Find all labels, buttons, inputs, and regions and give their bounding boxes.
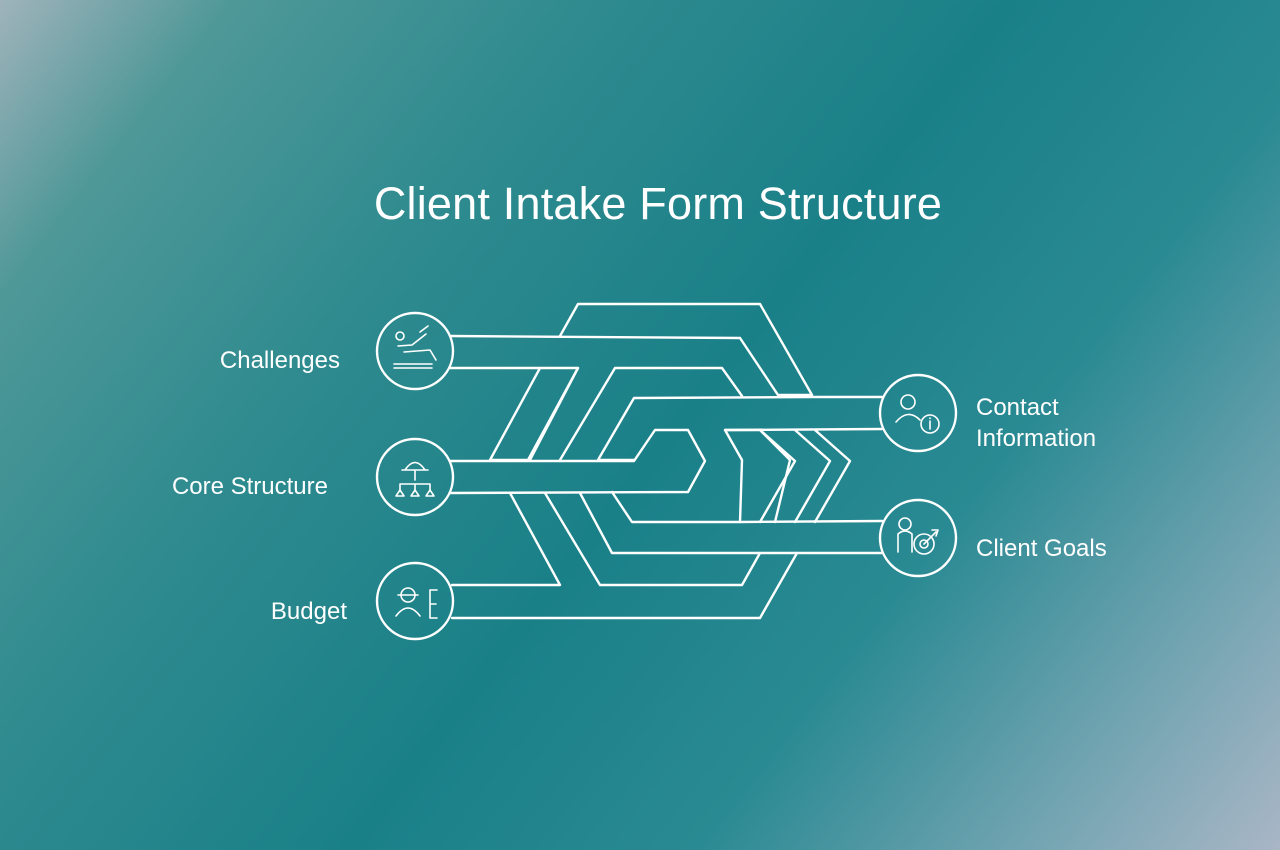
person-target-icon <box>897 517 939 555</box>
core-structure-channel <box>448 428 707 495</box>
worker-icon <box>395 587 438 619</box>
client-goals-label: Client Goals <box>976 535 1107 562</box>
challenges-label: Challenges <box>219 347 340 374</box>
outer-hex-loop <box>558 302 814 397</box>
contact-label-line2: Information <box>976 425 1097 452</box>
client-goals-channel <box>578 490 884 555</box>
core-structure-label: Core Structure <box>171 473 328 500</box>
budget-label: Budget <box>270 598 347 625</box>
client-goals-node <box>878 498 958 578</box>
contact-information-label: Contact Information <box>976 392 1176 454</box>
core-structure-node <box>375 437 455 517</box>
contact-information-node <box>878 373 958 453</box>
hierarchy-helmet-icon <box>395 461 435 497</box>
budget-node <box>375 561 455 641</box>
person-at-desk-icon <box>393 325 437 369</box>
challenges-node <box>375 311 455 391</box>
contact-label-line1: Contact <box>976 394 1059 421</box>
contact-channel <box>596 395 884 524</box>
diagram-title: Client Intake Form Structure <box>373 178 943 229</box>
chevron-3 <box>813 428 852 524</box>
middle-hex-loop <box>526 366 744 462</box>
person-info-icon <box>895 394 940 434</box>
chevron-2 <box>793 428 832 524</box>
chevron-1 <box>723 428 797 524</box>
lower-loop-1 <box>450 491 762 587</box>
budget-channel <box>450 551 799 620</box>
